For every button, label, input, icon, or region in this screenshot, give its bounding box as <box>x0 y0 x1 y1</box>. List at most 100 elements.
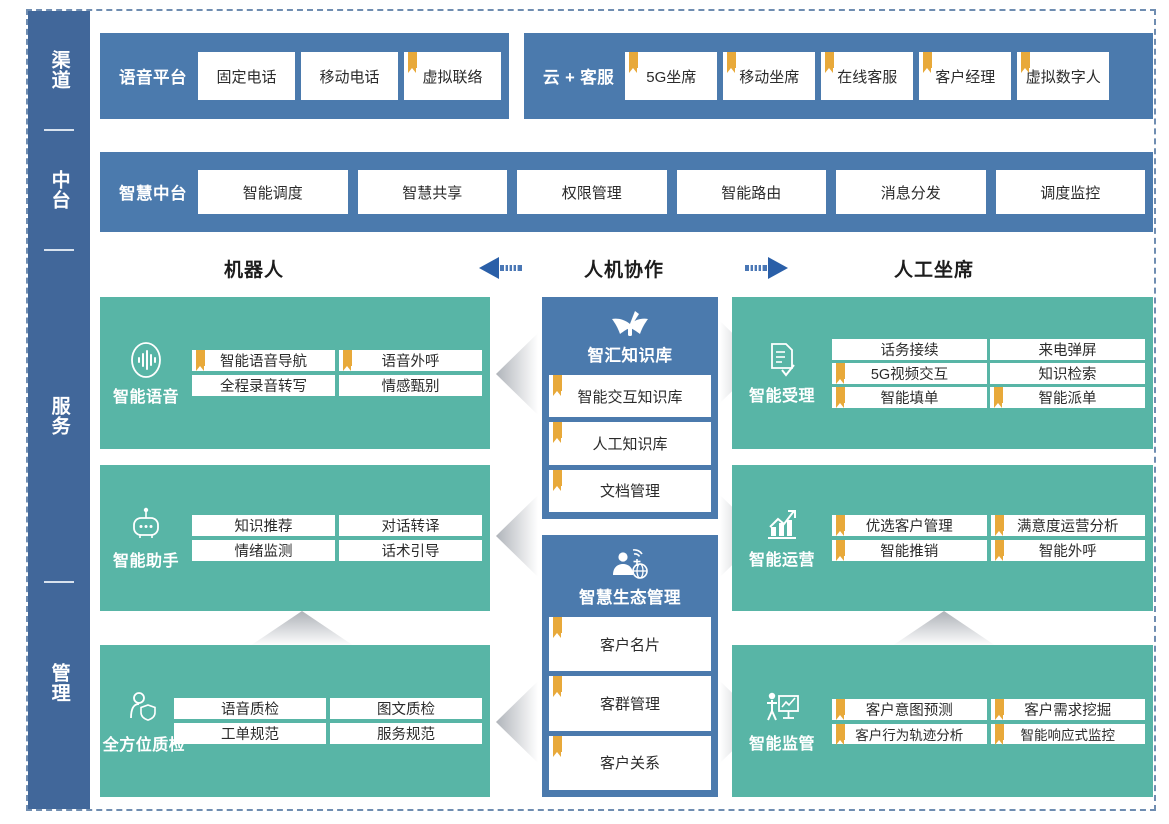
chip-satisfaction-analysis[interactable]: 满意度运营分析 <box>990 515 1145 536</box>
panel-intelligent-supervision: 智能监管 客户意图预测 客户需求挖掘 客户行为 <box>732 645 1153 797</box>
chip-customer-card[interactable]: 客户名片 <box>549 617 711 672</box>
panel-list: 智能交互知识库 人工知识库 文档管理 <box>549 375 711 512</box>
panel-knowledge-base: 智汇知识库 智能交互知识库 人工知识库 文档管理 <box>542 297 718 519</box>
sidebar-divider <box>44 581 74 583</box>
chip-smart-form-fill[interactable]: 智能填单 <box>832 386 987 408</box>
chip-smart-dispatch-order[interactable]: 智能派单 <box>990 386 1145 408</box>
group-cloud-service: 云 + 客服 5G坐席 移动坐席 在线客服 客户经理 <box>524 33 1153 119</box>
panel-row: 智能填单 智能派单 <box>832 386 1145 408</box>
sidebar-divider <box>44 249 74 251</box>
panel-grid: 智能语音导航 语音外呼 全程录音转写 情感甄别 <box>192 342 490 404</box>
chip-5g-video-interact[interactable]: 5G视频交互 <box>832 362 987 384</box>
chip-service-standard[interactable]: 服务规范 <box>330 723 482 744</box>
bookmark-icon <box>408 52 417 73</box>
chip-voice-outbound[interactable]: 语音外呼 <box>339 350 482 371</box>
person-shield-icon <box>124 688 164 728</box>
chip-mobile-phone[interactable]: 移动电话 <box>301 52 398 100</box>
panel-label-intelligent-acceptance: 智能受理 <box>732 341 832 406</box>
chip-account-manager[interactable]: 客户经理 <box>919 52 1012 100</box>
bookmark-icon <box>629 52 639 73</box>
bookmark-icon <box>196 350 205 371</box>
bookmark-icon <box>836 386 845 408</box>
section-headers: 机器人 人机协作 <box>100 249 1153 291</box>
panel-row: 情绪监测 话术引导 <box>192 540 482 561</box>
sidebar-item-manage[interactable]: 管理 <box>28 583 90 783</box>
chip-emotion-detection[interactable]: 情感甄别 <box>339 375 482 396</box>
bookmark-icon <box>825 52 835 73</box>
bookmark-icon <box>836 723 845 745</box>
bookmark-icon <box>836 698 845 720</box>
chip-customer-relation[interactable]: 客户关系 <box>549 735 711 790</box>
chip-virtual-contact[interactable]: 虚拟联络 <box>404 52 501 100</box>
bookmark-icon <box>1021 52 1031 73</box>
panel-row: 优选客户管理 满意度运营分析 <box>832 515 1145 536</box>
chip-mobile-seat[interactable]: 移动坐席 <box>723 52 816 100</box>
chip-smart-voice-nav[interactable]: 智能语音导航 <box>192 350 335 371</box>
chip-customer-group-mgmt[interactable]: 客群管理 <box>549 676 711 731</box>
panel-row: 知识推荐 对话转译 <box>192 515 482 536</box>
chip-smart-outbound[interactable]: 智能外呼 <box>990 540 1145 561</box>
chip-emotion-monitor[interactable]: 情绪监测 <box>192 540 335 561</box>
triangle-up-left-icon <box>248 609 356 652</box>
chip-smart-interactive-kb[interactable]: 智能交互知识库 <box>549 375 711 418</box>
panel-label-intelligent-voice: 智能语音 <box>100 340 192 407</box>
bookmark-icon <box>343 350 352 371</box>
panel-list: 客户名片 客群管理 客户关系 <box>549 617 711 790</box>
chip-message-dispatch[interactable]: 消息分发 <box>836 170 986 214</box>
chip-smart-marketing[interactable]: 智能推销 <box>832 540 987 561</box>
bookmark-icon <box>727 52 737 73</box>
voice-waveform-icon <box>127 340 165 380</box>
chip-voice-qc[interactable]: 语音质检 <box>174 698 326 719</box>
chip-smart-dispatch[interactable]: 智能调度 <box>198 170 348 214</box>
chip-document-mgmt[interactable]: 文档管理 <box>549 469 711 512</box>
chip-online-service[interactable]: 在线客服 <box>821 52 914 100</box>
chip-permission-mgmt[interactable]: 权限管理 <box>517 170 667 214</box>
chip-customer-intent-predict[interactable]: 客户意图预测 <box>832 698 987 720</box>
bookmark-icon <box>553 422 562 444</box>
chip-dialog-translate[interactable]: 对话转译 <box>339 515 482 536</box>
chip-knowledge-recommend[interactable]: 知识推荐 <box>192 515 335 536</box>
chip-customer-demand-mining[interactable]: 客户需求挖掘 <box>990 698 1145 720</box>
panel-row: 客户意图预测 客户需求挖掘 <box>832 698 1145 720</box>
bookmark-icon <box>553 617 562 638</box>
chip-smart-routing[interactable]: 智能路由 <box>676 170 826 214</box>
header-robot: 机器人 <box>224 260 285 281</box>
sidebar-item-service[interactable]: 服务 <box>28 251 90 581</box>
sidebar-item-middle[interactable]: 中台 <box>28 131 90 249</box>
chip-premium-customer-mgmt[interactable]: 优选客户管理 <box>832 515 987 536</box>
document-check-icon <box>765 341 799 379</box>
chip-incoming-popup[interactable]: 来电弹屏 <box>990 338 1145 360</box>
chip-ticket-standard[interactable]: 工单规范 <box>174 723 326 744</box>
chip-fixed-phone[interactable]: 固定电话 <box>198 52 295 100</box>
chip-customer-behavior-analysis[interactable]: 客户行为轨迹分析 <box>832 723 987 745</box>
chip-5g-seat[interactable]: 5G坐席 <box>625 52 718 100</box>
chip-smart-sharing[interactable]: 智慧共享 <box>357 170 507 214</box>
chip-smart-responsive-monitor[interactable]: 智能响应式监控 <box>990 723 1145 745</box>
panel-label-full-quality-check: 全方位质检 <box>100 688 188 755</box>
bookmark-icon <box>994 540 1004 561</box>
panel-row: 工单规范 服务规范 <box>174 723 482 744</box>
sidebar-label-service: 服务 <box>48 396 70 436</box>
chip-full-recording-transcribe[interactable]: 全程录音转写 <box>192 375 335 396</box>
chip-virtual-human[interactable]: 虚拟数字人 <box>1017 52 1110 100</box>
bookmark-icon <box>836 515 845 536</box>
chip-call-continuation[interactable]: 话务接续 <box>832 338 987 360</box>
bookmark-icon <box>994 515 1004 536</box>
sidebar-label-manage: 管理 <box>48 663 70 703</box>
bookmark-icon <box>553 676 562 698</box>
sidebar-item-channel[interactable]: 渠道 <box>28 11 90 129</box>
panel-title-text: 全方位质检 <box>102 736 186 754</box>
content-area: 语音平台 固定电话 移动电话 虚拟联络 云 + 客服 5G坐席 <box>100 11 1153 809</box>
channel-row: 语音平台 固定电话 移动电话 虚拟联络 云 + 客服 5G坐席 <box>100 33 1153 119</box>
panel-row: 话务接续 来电弹屏 <box>832 338 1145 360</box>
chevron-left-voice-icon <box>494 331 538 422</box>
chip-dispatch-monitor[interactable]: 调度监控 <box>995 170 1145 214</box>
bookmark-icon <box>994 386 1003 408</box>
chip-script-guidance[interactable]: 话术引导 <box>339 540 482 561</box>
chip-manual-kb[interactable]: 人工知识库 <box>549 422 711 465</box>
sidebar-divider <box>44 129 74 131</box>
chip-knowledge-search[interactable]: 知识检索 <box>990 362 1145 384</box>
panel-row: 语音质检 图文质检 <box>174 698 482 719</box>
chip-text-image-qc[interactable]: 图文质检 <box>330 698 482 719</box>
